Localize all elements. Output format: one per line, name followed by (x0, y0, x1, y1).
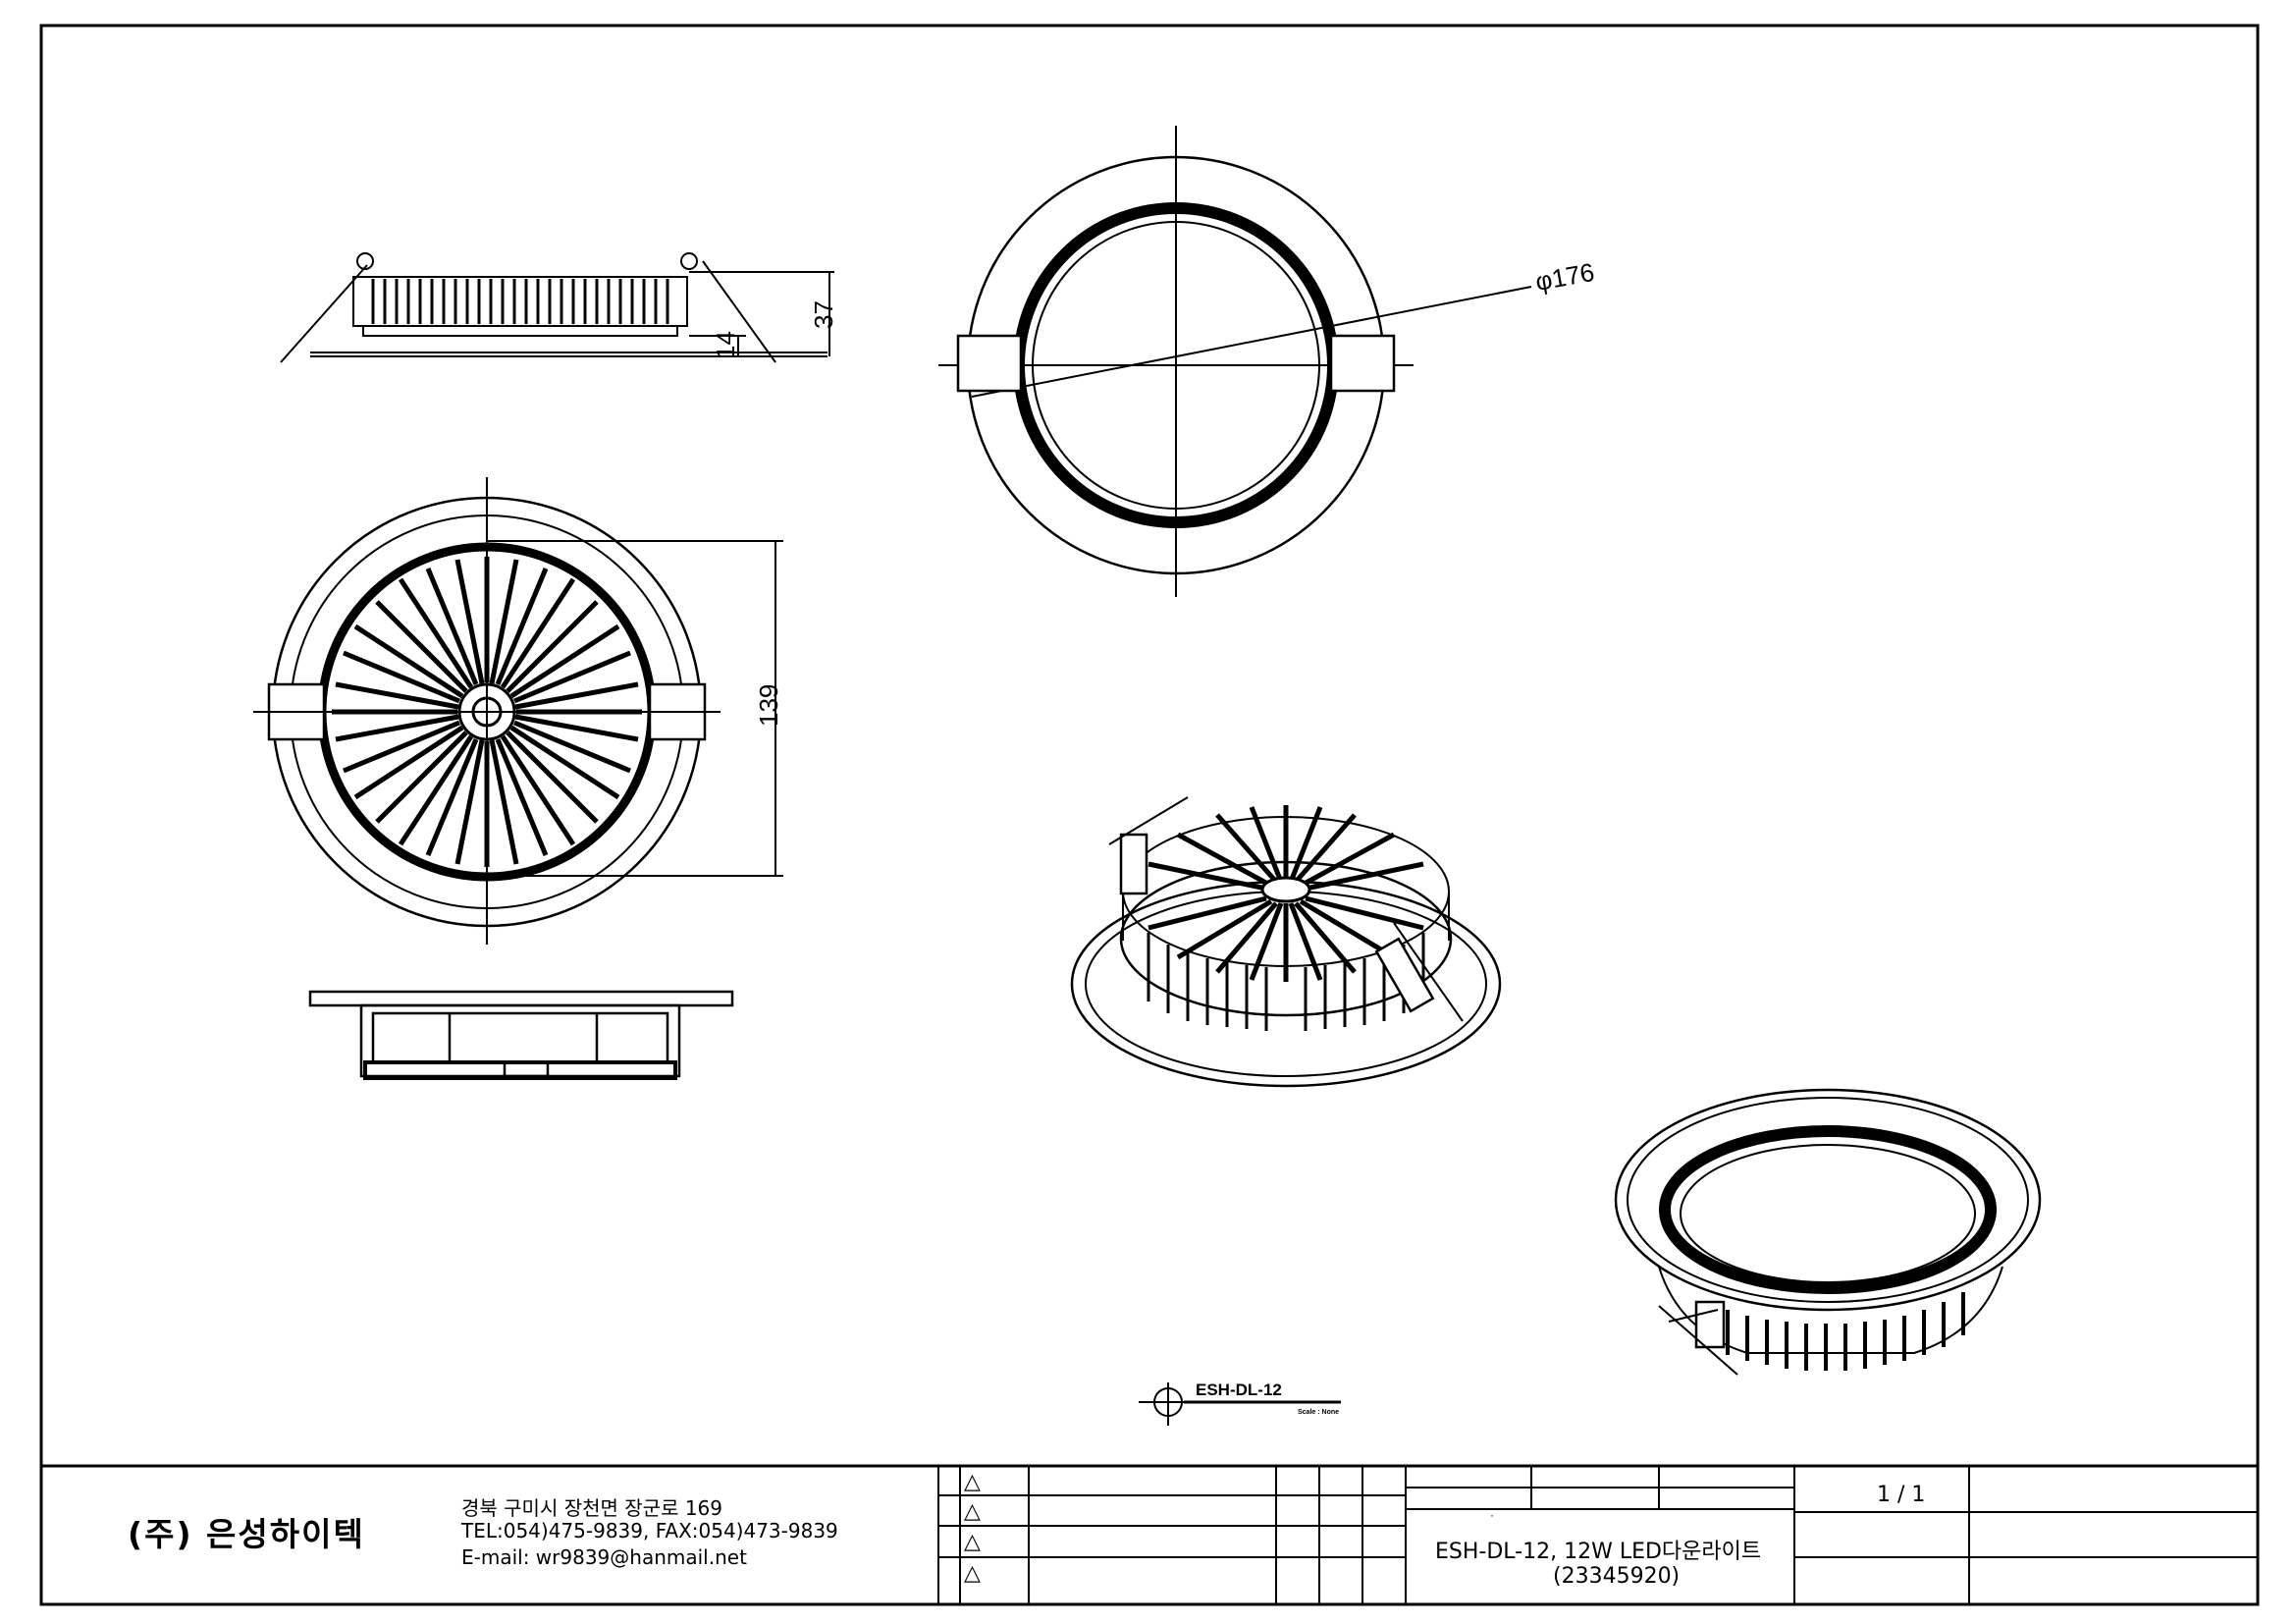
iso-view-front (1614, 1088, 2042, 1376)
model-tag-symbol (1139, 1382, 1341, 1426)
company-name: (주) 은성하이텍 (128, 1515, 365, 1553)
front-view (938, 126, 1532, 597)
title-small-mark: · (1490, 1508, 1494, 1522)
section-view (308, 990, 734, 1080)
model-tag-name: ESH-DL-12 (1196, 1380, 1282, 1399)
revision-mark-1: △ (964, 1469, 981, 1493)
dim-side-flange: 14 (711, 331, 740, 359)
sheet-border (39, 24, 2260, 1606)
company-email: E-mail: wr9839@hanmail.net (461, 1545, 747, 1569)
dim-rear-height: 139 (754, 684, 783, 727)
revision-mark-4: △ (964, 1560, 981, 1585)
iso-view-back (1070, 796, 1502, 1088)
revision-mark-3: △ (964, 1529, 981, 1553)
product-title: ESH-DL-12, 12W LED다운라이트 (1435, 1540, 1762, 1564)
company-phone: TEL:054)475-9839, FAX:054)473-9839 (461, 1519, 838, 1543)
title-block-grid (937, 1466, 2258, 1604)
company-address: 경북 구미시 장천면 장군로 169 (461, 1496, 723, 1520)
side-view (280, 252, 834, 363)
model-tag-scale: Scale : None (1298, 1409, 1340, 1416)
dim-front-diameter: φ176 (1533, 257, 1597, 297)
dim-side-height: 37 (809, 300, 838, 329)
revision-mark-2: △ (964, 1498, 981, 1523)
rear-view (253, 477, 783, 945)
page-number: 1 / 1 (1877, 1483, 1926, 1507)
product-code: (23345920) (1553, 1564, 1681, 1589)
